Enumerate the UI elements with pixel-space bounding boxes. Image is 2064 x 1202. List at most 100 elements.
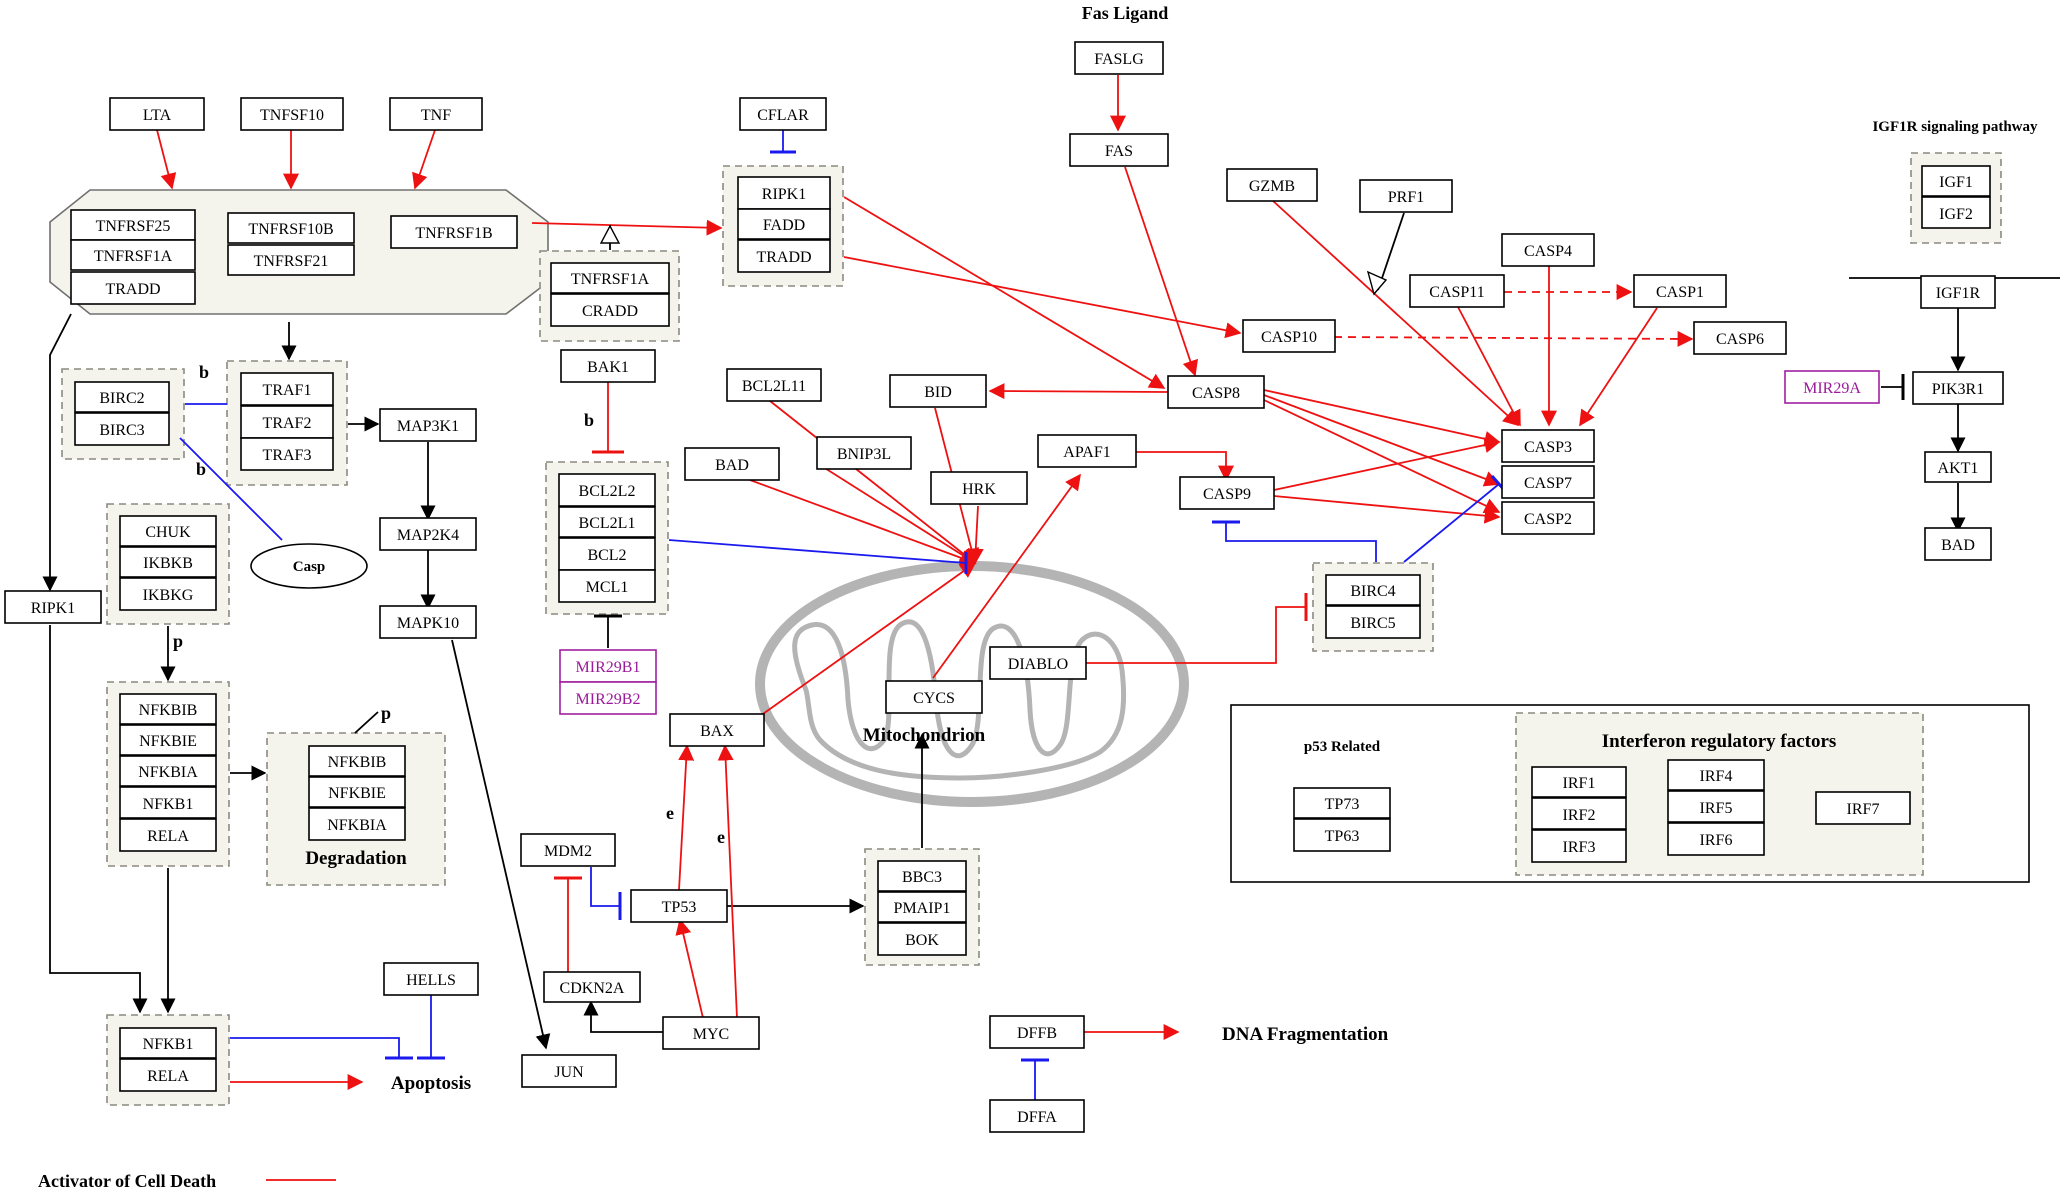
node-map3k1[interactable]: MAP3K1 — [379, 408, 477, 442]
node-irf1[interactable]: IRF1 — [1531, 766, 1627, 798]
node-irf6[interactable]: IRF6 — [1667, 822, 1765, 856]
node-bnip3l[interactable]: BNIP3L — [816, 436, 912, 470]
node-map2k4[interactable]: MAP2K4 — [379, 517, 477, 551]
node-casp7[interactable]: CASP7 — [1501, 465, 1595, 499]
node-myc[interactable]: MYC — [662, 1016, 760, 1050]
node-birc4[interactable]: BIRC4 — [1325, 574, 1421, 606]
node-casp4[interactable]: CASP4 — [1501, 233, 1595, 267]
node-tp73[interactable]: TP73 — [1293, 787, 1391, 819]
node-casp8[interactable]: CASP8 — [1167, 375, 1265, 409]
node-mir29b1[interactable]: MIR29B1 — [559, 649, 657, 683]
node-irf4[interactable]: IRF4 — [1667, 759, 1765, 791]
node-akt1[interactable]: AKT1 — [1924, 451, 1992, 483]
node-irf2[interactable]: IRF2 — [1531, 797, 1627, 830]
node-bcl2l11[interactable]: BCL2L11 — [726, 368, 822, 402]
node-casp11[interactable]: CASP11 — [1409, 274, 1505, 308]
node-prf1[interactable]: PRF1 — [1359, 179, 1453, 213]
node-bbc3[interactable]: BBC3 — [877, 860, 967, 892]
svg-text:TNFRSF21: TNFRSF21 — [254, 253, 329, 270]
node-jun[interactable]: JUN — [521, 1054, 617, 1088]
node-nfkbia-degraded[interactable]: NFKBIA — [308, 807, 406, 841]
node-casp9[interactable]: CASP9 — [1179, 476, 1275, 510]
node-nfkbib-degraded[interactable]: NFKBIB — [308, 745, 406, 777]
node-traf1[interactable]: TRAF1 — [240, 372, 334, 406]
node-tp63[interactable]: TP63 — [1293, 818, 1391, 852]
node-fadd[interactable]: FADD — [737, 208, 831, 240]
node-mcl1[interactable]: MCL1 — [558, 569, 656, 603]
node-tnfrsf1b[interactable]: TNFRSF1B — [390, 215, 518, 249]
node-nfkb1[interactable]: NFKB1 — [119, 786, 217, 819]
node-igf2[interactable]: IGF2 — [1921, 196, 1991, 229]
node-pmaip1[interactable]: PMAIP1 — [877, 891, 967, 923]
node-bak1[interactable]: BAK1 — [560, 349, 656, 383]
node-fas[interactable]: FAS — [1069, 133, 1169, 167]
node-hells[interactable]: HELLS — [383, 962, 479, 996]
node-tradd-complex[interactable]: TRADD — [737, 239, 831, 273]
node-bcl2l1[interactable]: BCL2L1 — [558, 506, 656, 538]
node-tnfrsf1a-b[interactable]: TNFRSF1A — [550, 262, 670, 294]
node-rela-b[interactable]: RELA — [119, 1058, 217, 1092]
svg-text:TRADD: TRADD — [105, 281, 160, 298]
node-cradd[interactable]: CRADD — [550, 293, 670, 327]
node-traf2[interactable]: TRAF2 — [240, 405, 334, 439]
node-diablo[interactable]: DIABLO — [989, 646, 1087, 680]
node-bax[interactable]: BAX — [669, 713, 765, 747]
node-bad-igf[interactable]: BAD — [1924, 527, 1992, 561]
node-birc5[interactable]: BIRC5 — [1325, 605, 1421, 639]
node-irf5[interactable]: IRF5 — [1667, 790, 1765, 823]
node-bcl2l2[interactable]: BCL2L2 — [558, 473, 656, 507]
node-fasl[interactable]: FASLG — [1074, 41, 1164, 75]
node-mapk10[interactable]: MAPK10 — [379, 605, 477, 639]
node-birc3[interactable]: BIRC3 — [74, 412, 170, 446]
node-nfkbie[interactable]: NFKBIE — [119, 724, 217, 756]
node-apaf1[interactable]: APAF1 — [1037, 434, 1137, 468]
node-nfkb1-b[interactable]: NFKB1 — [119, 1027, 217, 1059]
node-igf1[interactable]: IGF1 — [1921, 165, 1991, 197]
node-irf7[interactable]: IRF7 — [1815, 791, 1911, 825]
node-nfkbia[interactable]: NFKBIA — [119, 755, 217, 787]
node-irf3[interactable]: IRF3 — [1531, 829, 1627, 863]
node-birc2[interactable]: BIRC2 — [74, 381, 170, 413]
node-nfkbie-degraded[interactable]: NFKBIE — [308, 776, 406, 808]
node-mir29b2[interactable]: MIR29B2 — [559, 681, 657, 715]
node-pik3r1[interactable]: PIK3R1 — [1912, 371, 2004, 405]
node-cdkn2a[interactable]: CDKN2A — [543, 971, 641, 1003]
node-cflar[interactable]: CFLAR — [739, 97, 827, 131]
node-tp53[interactable]: TP53 — [630, 889, 728, 923]
svg-text:DIABLO: DIABLO — [1008, 656, 1068, 673]
node-mdm2[interactable]: MDM2 — [520, 833, 616, 867]
node-tradd[interactable]: TRADD — [70, 271, 196, 305]
node-dffa[interactable]: DFFA — [989, 1099, 1085, 1133]
node-ripk1[interactable]: RIPK1 — [4, 590, 102, 624]
node-ikbkg[interactable]: IKBKG — [119, 577, 217, 611]
node-bid[interactable]: BID — [889, 374, 987, 408]
node-casp3[interactable]: CASP3 — [1501, 429, 1595, 463]
node-gzmb[interactable]: GZMB — [1226, 168, 1318, 202]
node-nfkbib[interactable]: NFKBIB — [119, 693, 217, 725]
node-tnfsf10[interactable]: TNFSF10 — [240, 97, 344, 131]
node-bad[interactable]: BAD — [684, 447, 780, 481]
node-chuk[interactable]: CHUK — [119, 515, 217, 547]
node-tnfrsf10b[interactable]: TNFRSF10B — [227, 212, 355, 244]
node-casp-oval[interactable]: Casp — [250, 543, 368, 589]
node-casp2[interactable]: CASP2 — [1501, 501, 1595, 535]
node-mir29a[interactable]: MIR29A — [1784, 370, 1880, 404]
node-hrk[interactable]: HRK — [930, 471, 1028, 505]
node-tnfrsf21[interactable]: TNFRSF21 — [227, 244, 355, 276]
node-tnf[interactable]: TNF — [389, 97, 483, 131]
node-casp6[interactable]: CASP6 — [1693, 321, 1787, 355]
node-ripk1-complex[interactable]: RIPK1 — [737, 176, 831, 210]
node-casp10[interactable]: CASP10 — [1242, 319, 1336, 353]
node-bok[interactable]: BOK — [877, 922, 967, 956]
node-casp1[interactable]: CASP1 — [1633, 274, 1727, 308]
node-dffb[interactable]: DFFB — [989, 1015, 1085, 1049]
node-tnfrsf1a[interactable]: TNFRSF1A — [70, 239, 196, 271]
node-ikbkb[interactable]: IKBKB — [119, 546, 217, 578]
node-traf3[interactable]: TRAF3 — [240, 437, 334, 471]
node-tnfrsf25[interactable]: TNFRSF25 — [70, 209, 196, 241]
node-rela[interactable]: RELA — [119, 818, 217, 852]
node-lta[interactable]: LTA — [109, 97, 205, 131]
node-cycs[interactable]: CYCS — [885, 680, 983, 714]
node-bcl2[interactable]: BCL2 — [558, 537, 656, 571]
node-igf1r[interactable]: IGF1R — [1920, 275, 1996, 309]
